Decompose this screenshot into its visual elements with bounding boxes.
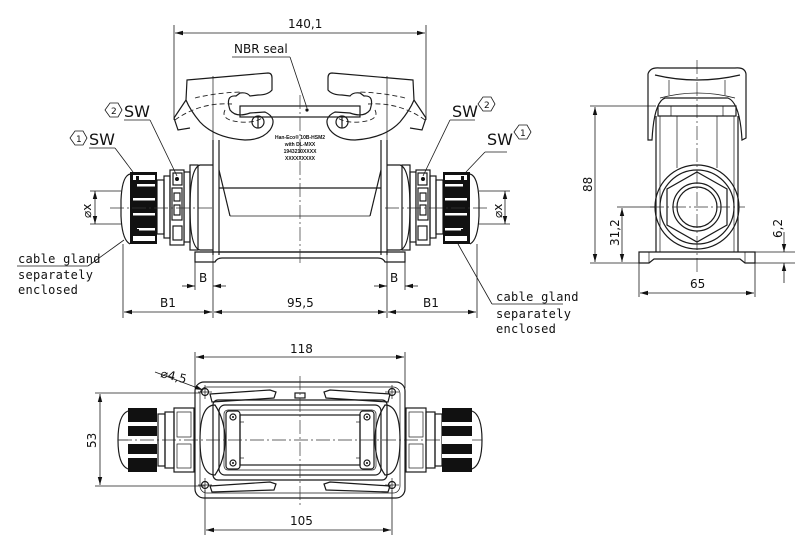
dim-65: 65	[638, 263, 756, 297]
note-cable-gland-right: cable gland separately enclosed	[457, 243, 579, 336]
cable-gland-left	[110, 164, 215, 251]
dim-hole-diameter: ⌀4,5	[154, 366, 204, 391]
dim-118: 118	[194, 342, 406, 388]
svg-text:6,2: 6,2	[771, 219, 785, 238]
dim-88: 88	[581, 105, 656, 264]
note-cable-gland-left: cable gland separately enclosed	[17, 239, 125, 297]
svg-text:SW: SW	[124, 102, 150, 121]
dim-overall-width: 140,1	[173, 17, 427, 120]
dim-b-left: B	[182, 262, 226, 318]
svg-text:XXXXXXXXX: XXXXXXXXX	[285, 156, 316, 162]
svg-text:1: 1	[76, 135, 82, 145]
dim-b1-95-5: B1 95,5 B1	[122, 244, 478, 318]
svg-text:B1: B1	[423, 296, 439, 310]
svg-text:B: B	[199, 271, 207, 285]
svg-text:separately: separately	[18, 268, 93, 282]
svg-text:SW: SW	[452, 102, 478, 121]
dim-diameter-left: ⌀x	[80, 190, 121, 225]
svg-text:cable gland: cable gland	[496, 290, 579, 304]
svg-text:SW: SW	[487, 130, 513, 149]
dim-95-5-label: 95,5	[287, 296, 314, 310]
locking-lever-right	[326, 72, 427, 160]
svg-text:1: 1	[520, 129, 526, 139]
dim-6-2: 6,2	[755, 219, 795, 283]
svg-text:88: 88	[581, 177, 595, 192]
svg-text:118: 118	[290, 342, 313, 356]
dim-53: 53	[85, 392, 205, 487]
dim-140-1-label: 140,1	[288, 17, 322, 31]
svg-text:53: 53	[85, 433, 99, 448]
svg-text:65: 65	[690, 277, 705, 291]
dim-31-2: 31,2	[608, 206, 655, 262]
callout-sw2-right: SW 2	[422, 96, 496, 177]
svg-text:105: 105	[290, 514, 313, 528]
svg-text:31,2: 31,2	[608, 219, 622, 246]
svg-text:cable gland: cable gland	[18, 252, 101, 266]
svg-text:Han-Eco® 10B-HSM2: Han-Eco® 10B-HSM2	[275, 134, 325, 141]
nbr-seal-label: NBR seal	[234, 42, 288, 56]
svg-text:enclosed: enclosed	[496, 322, 556, 336]
svg-text:⌀x: ⌀x	[80, 204, 94, 218]
top-view-gland-right	[405, 407, 483, 473]
callout-sw1-left: 1 SW	[69, 130, 134, 173]
dim-105: 105	[204, 490, 393, 535]
dim-b-right: B	[374, 262, 418, 318]
callout-sw1-right: SW 1	[465, 124, 532, 173]
top-view: 118 ⌀4,5 53 105	[85, 342, 483, 535]
svg-text:⌀x: ⌀x	[491, 204, 505, 218]
side-view: 88 31,2 6,2 65	[581, 60, 795, 297]
svg-text:SW: SW	[89, 130, 115, 149]
dim-diameter-right: ⌀x	[479, 190, 510, 225]
svg-text:B1: B1	[160, 296, 176, 310]
callout-sw2-left: 2 SW	[104, 102, 178, 177]
mounting-holes	[198, 385, 399, 492]
svg-text:B: B	[390, 271, 398, 285]
front-view: 140,1 NBR seal	[17, 17, 579, 336]
callout-nbr-seal: NBR seal	[232, 42, 309, 112]
svg-text:2: 2	[484, 101, 490, 111]
svg-text:separately: separately	[496, 307, 571, 321]
svg-text:2: 2	[111, 107, 117, 117]
cable-gland-right	[385, 164, 490, 251]
svg-text:enclosed: enclosed	[18, 283, 78, 297]
top-view-gland-left	[117, 407, 195, 473]
svg-text:⌀4,5: ⌀4,5	[159, 366, 188, 386]
